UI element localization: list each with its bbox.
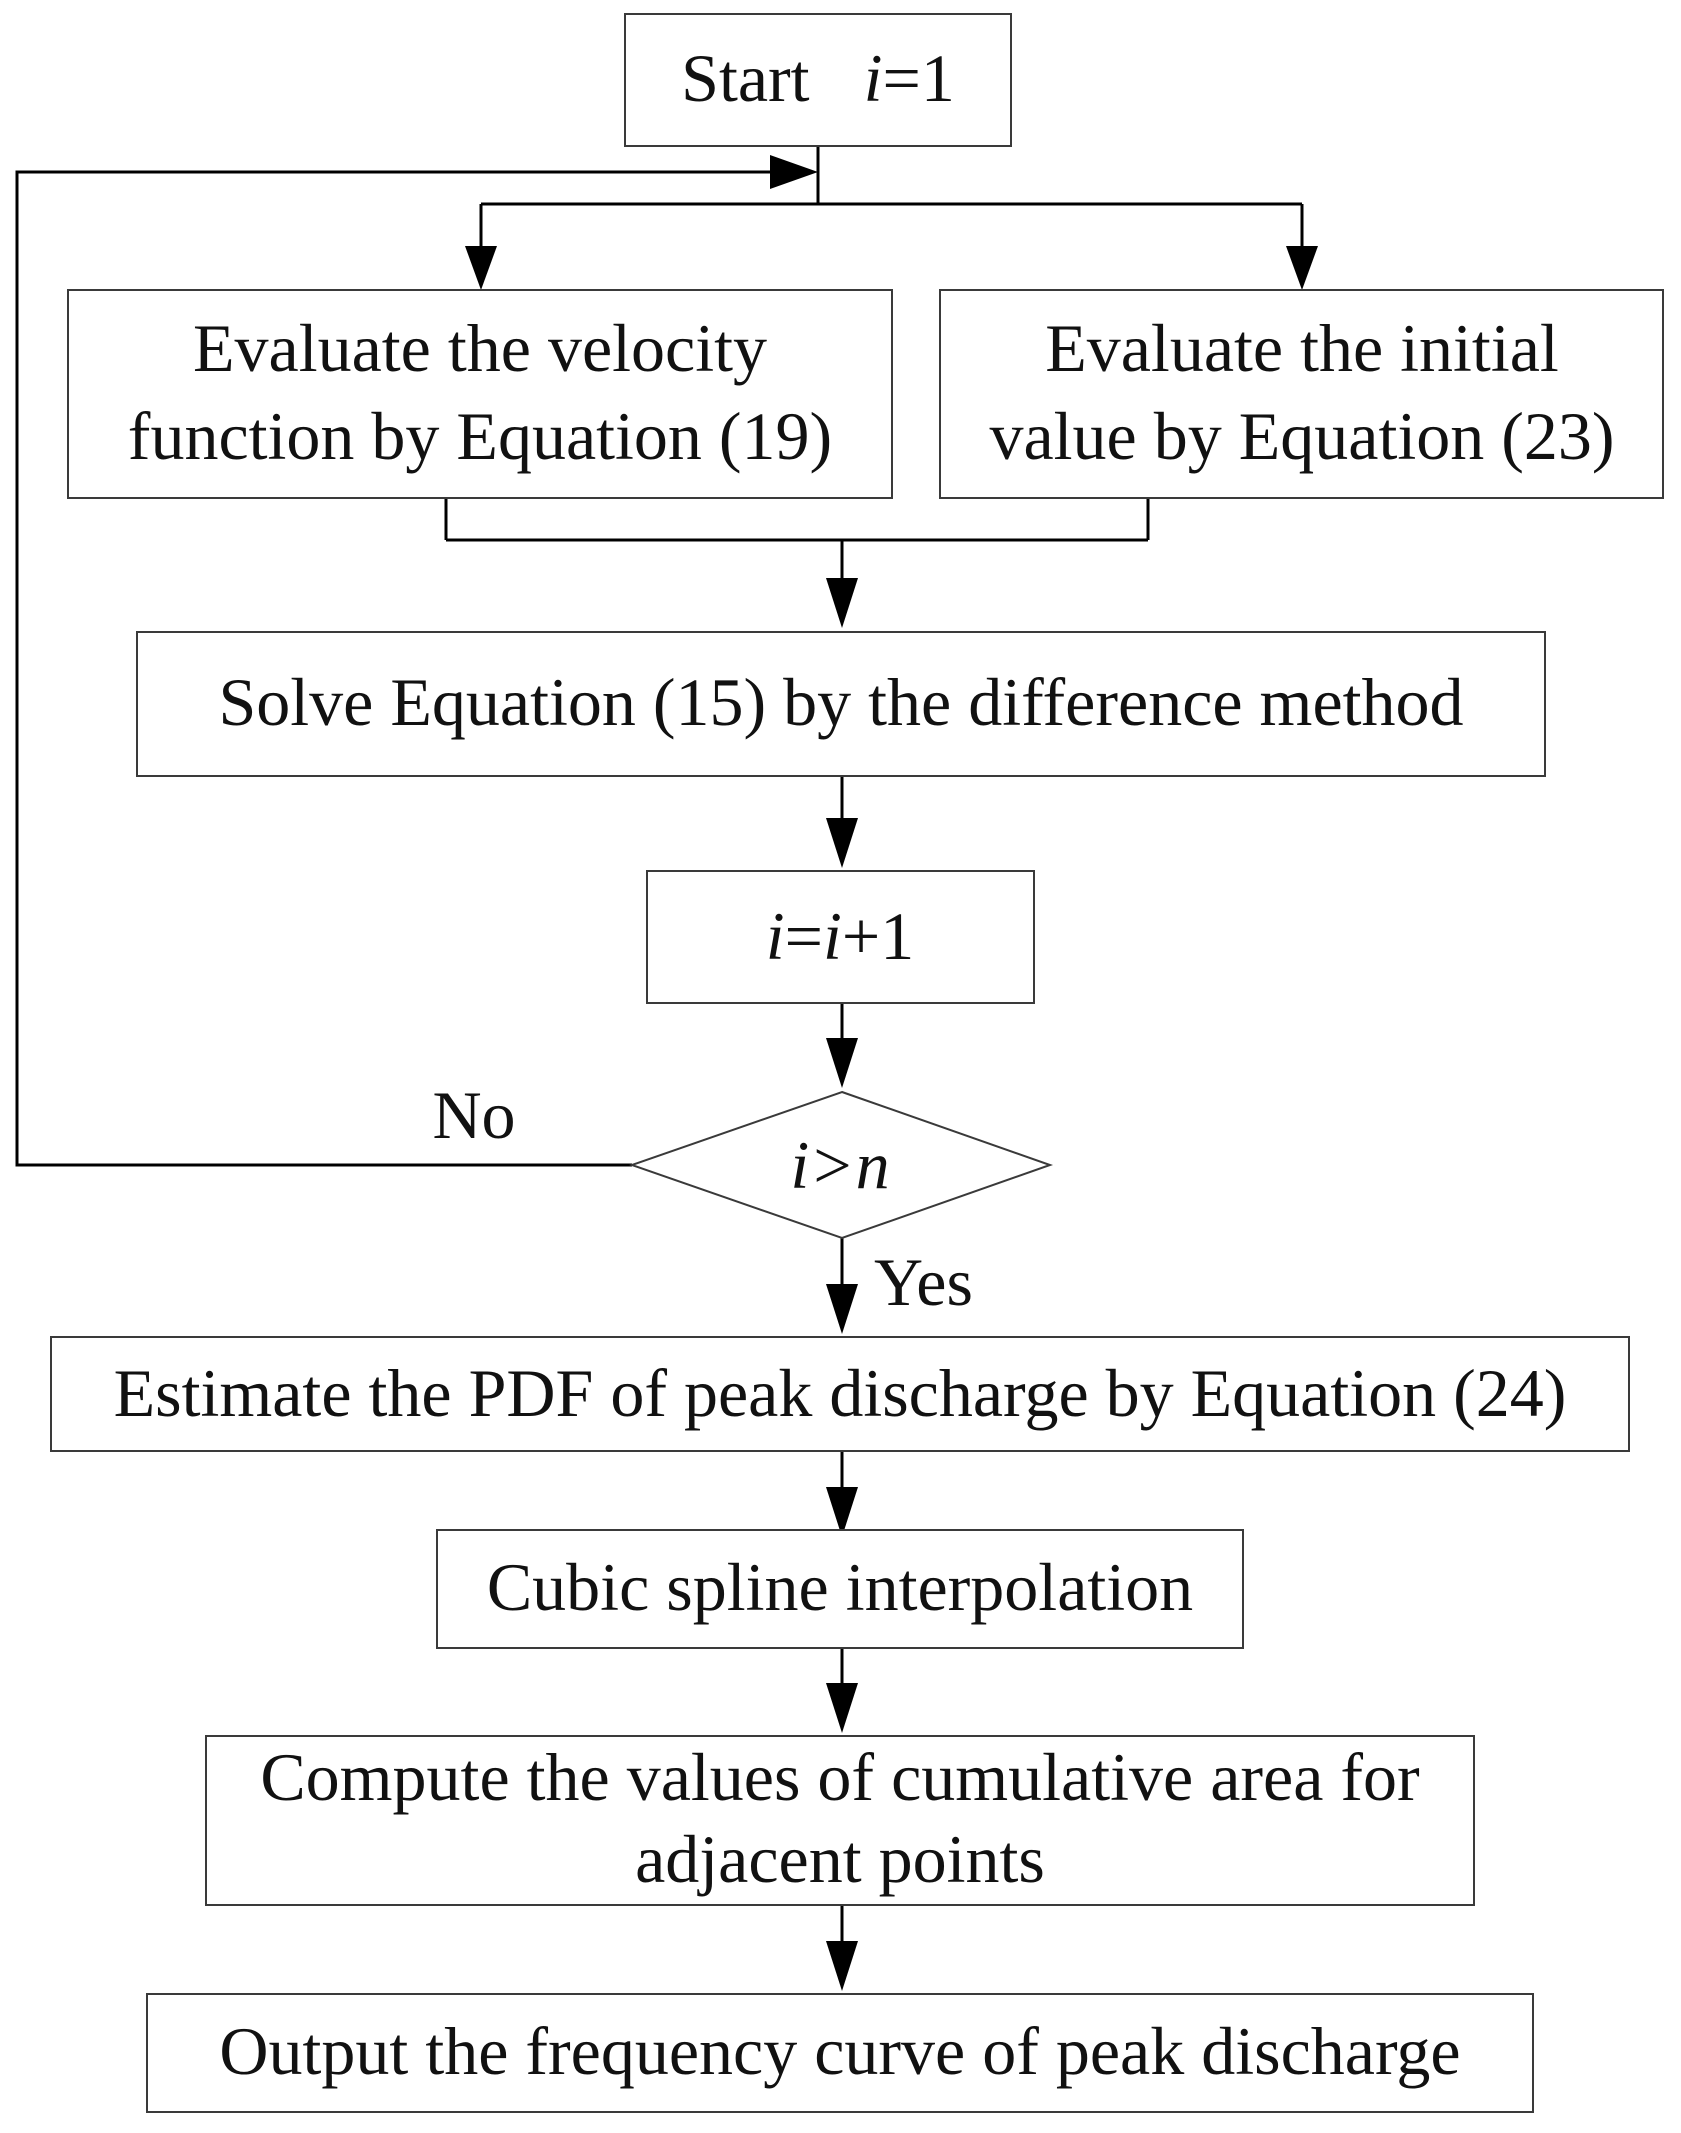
node-decision: i>n: [628, 1090, 1054, 1240]
arrowhead-to-decision: [826, 1038, 858, 1088]
arrowhead-to-compute: [826, 1683, 858, 1733]
node-solve: Solve Equation (15) by the difference me…: [136, 631, 1546, 777]
increment-var1: i: [766, 898, 785, 974]
arrowheads: [465, 155, 1318, 1991]
node-evaluate-initial-line2: value by Equation (23): [989, 398, 1614, 474]
node-output-box: [146, 1993, 1534, 2113]
arrowhead-to-increment: [826, 818, 858, 868]
start-op: =: [882, 40, 920, 116]
node-evaluate-velocity-line2: function by Equation (19): [128, 398, 832, 474]
node-output-label: Output the frequency curve of peak disch…: [219, 2013, 1460, 2089]
node-evaluate-initial: Evaluate the initial value by Equation (…: [939, 289, 1664, 499]
decision-op: >: [813, 1127, 851, 1203]
node-solve-box: [136, 631, 1546, 777]
connector-loop-back: [15, 170, 778, 1167]
node-estimate-box: [50, 1336, 1630, 1452]
node-spline-box: [436, 1529, 1244, 1649]
arrowhead-to-estimate: [826, 1284, 858, 1334]
node-compute: Compute the values of cumulative area fo…: [205, 1735, 1475, 1906]
arrowhead-to-output: [826, 1941, 858, 1991]
arrowhead-to-spline: [826, 1487, 858, 1537]
connectors: [15, 146, 1304, 1946]
start-var: i: [864, 40, 883, 116]
node-solve-label: Solve Equation (15) by the difference me…: [218, 664, 1463, 740]
edge-label-yes: Yes: [874, 1244, 973, 1320]
increment-var2: i: [823, 898, 842, 974]
node-evaluate-velocity-line1: Evaluate the velocity: [193, 310, 767, 386]
node-output: Output the frequency curve of peak disch…: [146, 1993, 1534, 2113]
start-num: 1: [921, 40, 955, 116]
node-decision-label: i>n: [790, 1127, 889, 1203]
node-start-box: [624, 13, 1012, 147]
node-compute-box: [205, 1735, 1475, 1906]
increment-rest: +1: [842, 898, 914, 974]
node-increment-box: [646, 870, 1035, 1004]
node-increment-label: i=i+1: [766, 898, 915, 974]
node-estimate: Estimate the PDF of peak discharge by Eq…: [50, 1336, 1630, 1452]
node-evaluate-initial-line1: Evaluate the initial: [1045, 310, 1559, 386]
node-evaluate-velocity-box: [67, 289, 893, 499]
node-evaluate-initial-box: [939, 289, 1664, 499]
node-compute-line1: Compute the values of cumulative area fo…: [260, 1739, 1420, 1815]
increment-op: =: [785, 898, 823, 974]
node-decision-diamond: [628, 1090, 1054, 1240]
decision-var2: n: [856, 1127, 890, 1203]
node-spline-label: Cubic spline interpolation: [487, 1549, 1193, 1625]
decision-var1: i: [790, 1127, 809, 1203]
node-estimate-label: Estimate the PDF of peak discharge by Eq…: [114, 1355, 1567, 1431]
arrowhead-to-velocity: [465, 246, 497, 290]
node-evaluate-velocity: Evaluate the velocity function by Equati…: [67, 289, 893, 499]
arrowhead-loop-in: [770, 155, 818, 189]
start-text: Start: [681, 40, 810, 116]
arrowhead-to-initial: [1286, 246, 1318, 290]
edge-label-no: No: [432, 1077, 515, 1153]
node-compute-line2: adjacent points: [635, 1821, 1045, 1897]
node-spline: Cubic spline interpolation: [436, 1529, 1244, 1649]
arrowhead-to-solve: [826, 578, 858, 628]
node-increment: i=i+1: [646, 870, 1035, 1004]
